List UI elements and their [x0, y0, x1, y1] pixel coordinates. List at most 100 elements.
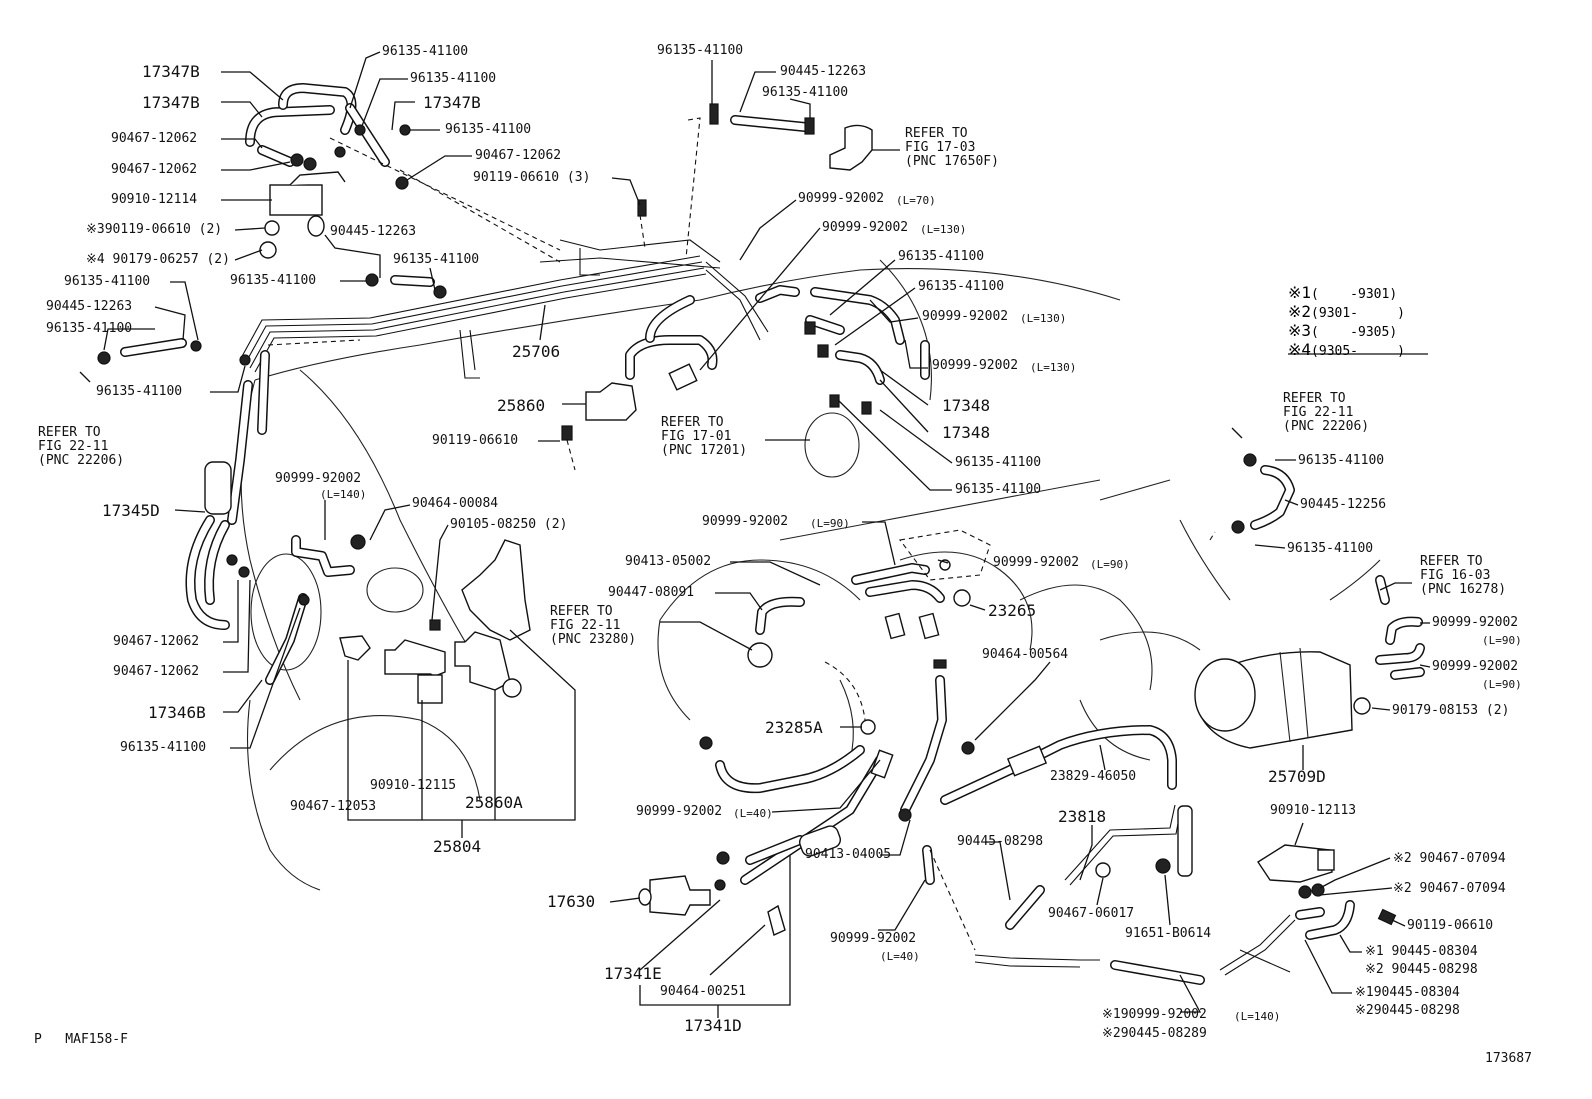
- refer-fig-17-01: REFER TO FIG 17-01 (PNC 17201): [661, 415, 748, 458]
- label-length: (L=40): [880, 950, 920, 963]
- label-96135-41100: 96135-41100: [955, 482, 1042, 497]
- label-96135-41100: 96135-41100: [64, 274, 151, 289]
- parts: [97, 103, 1397, 936]
- label-96135-41100: 96135-41100: [393, 252, 480, 267]
- label-17630: 17630: [547, 892, 596, 911]
- label-90999-92002: 90999-92002: [830, 931, 917, 946]
- refer-fig-17-03: REFER TO FIG 17-03 (PNC 17650F): [905, 126, 999, 169]
- label-23285A: 23285A: [765, 718, 823, 737]
- label-17347B: 17347B: [142, 93, 200, 112]
- label-length: (L=90): [1482, 634, 1522, 647]
- label-90445-08298: 90445-08298: [957, 834, 1044, 849]
- label-90467-12062: 90467-12062: [113, 664, 200, 679]
- label-90467-12053: 90467-12053: [290, 799, 377, 814]
- hose-group-lower: [715, 563, 1355, 985]
- label-91651-B0614: 91651-B0614: [1125, 926, 1212, 941]
- label-90445-08298: ※2 90445-08298: [1365, 962, 1478, 977]
- label-96135-41100: 96135-41100: [382, 44, 469, 59]
- label-25860: 25860: [497, 396, 546, 415]
- label-90999-92002: 90999-92002: [993, 555, 1080, 570]
- label-17347B: 17347B: [142, 62, 200, 81]
- label-90999-92002: 90999-92002: [822, 220, 909, 235]
- label-90445-08298: ※290445-08298: [1355, 1003, 1460, 1018]
- label-90464-00564: 90464-00564: [982, 647, 1069, 662]
- label-length: (L=90): [810, 517, 850, 530]
- label-17348: 17348: [942, 396, 991, 415]
- label-17346B: 17346B: [148, 703, 206, 722]
- label-17347B: 17347B: [423, 93, 481, 112]
- label-90447-08091: 90447-08091: [608, 585, 695, 600]
- label-90999-92002: 90999-92002: [702, 514, 789, 529]
- label-17345D: 17345D: [102, 501, 160, 520]
- label-96135-41100: 96135-41100: [762, 85, 849, 100]
- hose-group-left: [185, 350, 355, 685]
- label-96135-41100: 96135-41100: [918, 279, 1005, 294]
- label-90467-12062: 90467-12062: [111, 162, 198, 177]
- label-90999-92002: 90999-92002: [1432, 615, 1519, 630]
- label-96135-41100: 96135-41100: [120, 740, 207, 755]
- label-90105-08250: 90105-08250 (2): [450, 517, 568, 532]
- label-17341D: 17341D: [684, 1016, 742, 1035]
- label-23829-46050: 23829-46050: [1050, 769, 1137, 784]
- label-23818: 23818: [1058, 807, 1107, 826]
- label-90999-92002: 90999-92002: [636, 804, 723, 819]
- label-96135-41100: 96135-41100: [410, 71, 497, 86]
- label-90179-06257: ※4 90179-06257 (2): [86, 252, 230, 267]
- label-96135-41100: 96135-41100: [657, 43, 744, 58]
- label-length: (L=130): [920, 223, 967, 236]
- label-length: (L=90): [1482, 678, 1522, 691]
- label-90464-00251: 90464-00251: [660, 984, 747, 999]
- label-90910-12114: 90910-12114: [111, 192, 198, 207]
- label-90999-92002: 90999-92002: [275, 471, 362, 486]
- leader-lines: [79, 51, 1431, 1018]
- label-90467-12062: 90467-12062: [111, 131, 198, 146]
- label-90467-06017: 90467-06017: [1048, 906, 1135, 921]
- label-96135-41100: 96135-41100: [898, 249, 985, 264]
- label-length: (L=140): [320, 488, 367, 501]
- label-90999-92002: 90999-92002: [922, 309, 1009, 324]
- hose-group-middle: [625, 285, 930, 385]
- hose-group-top-left: [120, 83, 810, 357]
- label-90467-07094: ※2 90467-07094: [1393, 881, 1506, 896]
- refer-fig-22-11: REFER TO FIG 22-11 (PNC 22206): [38, 425, 125, 468]
- label-90999-92002: 90999-92002: [1432, 659, 1519, 674]
- label-90999-92002: ※190999-92002: [1102, 1007, 1207, 1022]
- diagram-id: 173687: [1485, 1051, 1532, 1066]
- label-96135-41100: 96135-41100: [445, 122, 532, 137]
- label-90119-06610: 90119-06610 (3): [473, 170, 591, 185]
- label-90445-08304: ※190445-08304: [1355, 985, 1460, 1000]
- label-96135-41100: 96135-41100: [230, 273, 317, 288]
- label-90464-00084: 90464-00084: [412, 496, 499, 511]
- label-96135-41100: 96135-41100: [955, 455, 1042, 470]
- label-25804: 25804: [433, 837, 482, 856]
- label-90999-92002: 90999-92002: [932, 358, 1019, 373]
- label-length: (L=70): [896, 194, 936, 207]
- label-90445-12256: 90445-12256: [1300, 497, 1387, 512]
- label-25709D: 25709D: [1268, 767, 1326, 786]
- label-17348: 17348: [942, 423, 991, 442]
- key-row-1: ※1( -9301): [1288, 283, 1398, 302]
- label-23265: 23265: [988, 601, 1037, 620]
- label-length: (L=40): [733, 807, 773, 820]
- label-90445-12263: 90445-12263: [780, 64, 867, 79]
- dashed-routes: [267, 117, 1216, 951]
- engine-outline: [240, 259, 1381, 891]
- label-length: (L=140): [1234, 1010, 1281, 1023]
- date-range-key: ※1( -9301) ※2(9301- ) ※3( -9305) ※4(9305…: [1288, 284, 1405, 360]
- label-90999-92002: 90999-92002: [798, 191, 885, 206]
- label-90445-12263: 90445-12263: [330, 224, 417, 239]
- label-90445-08289: ※290445-08289: [1102, 1026, 1207, 1041]
- label-96135-41100: 96135-41100: [46, 321, 133, 336]
- footer-code: P MAF158-F: [34, 1032, 128, 1047]
- key-row-2: ※2(9301- ): [1288, 302, 1405, 321]
- refer-fig-22-11-right: REFER TO FIG 22-11 (PNC 22206): [1283, 391, 1370, 434]
- label-96135-41100: 96135-41100: [1298, 453, 1385, 468]
- label-17341E: 17341E: [604, 964, 662, 983]
- refer-fig-16-03: REFER TO FIG 16-03 (PNC 16278): [1420, 554, 1507, 597]
- label-90445-08304: ※1 90445-08304: [1365, 944, 1478, 959]
- label-90413-04005: 90413-04005: [805, 847, 892, 862]
- label-90910-12113: 90910-12113: [1270, 803, 1357, 818]
- label-90910-12115: 90910-12115: [370, 778, 457, 793]
